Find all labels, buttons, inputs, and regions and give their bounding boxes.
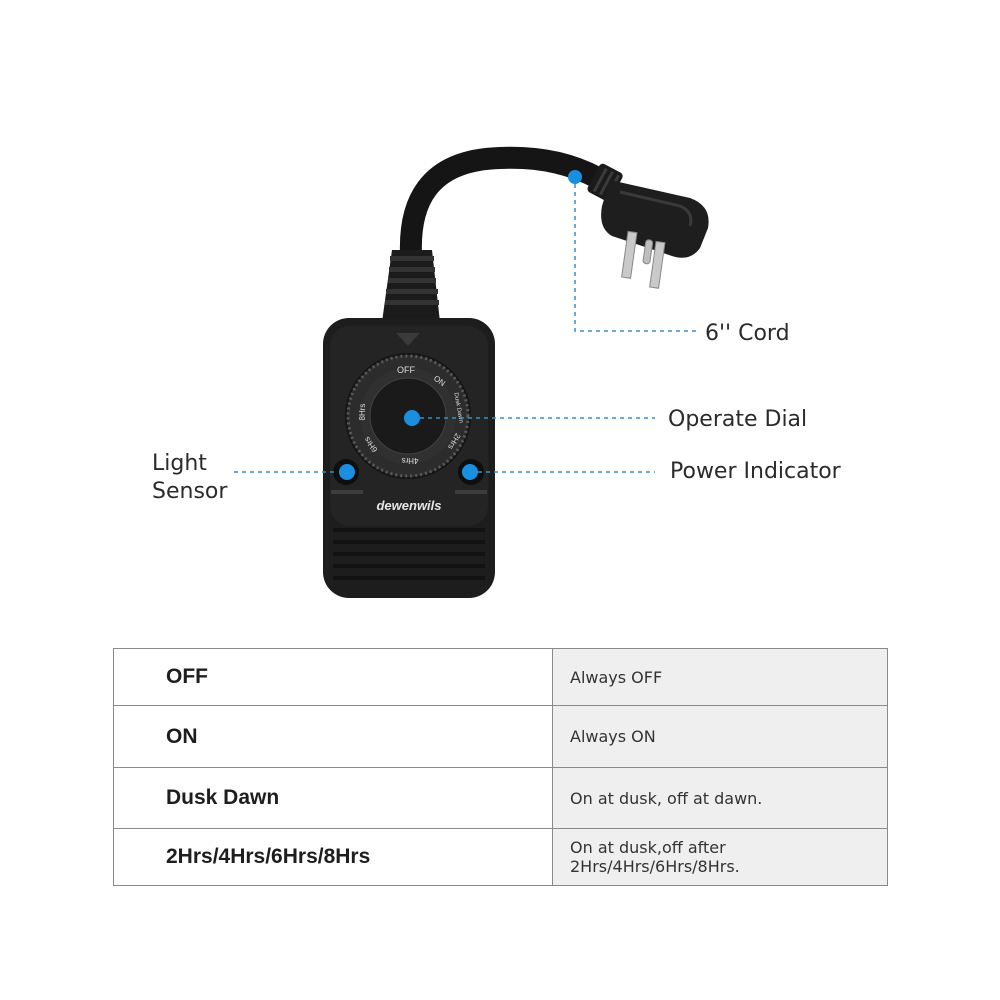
dial-center-dot — [404, 410, 420, 426]
mode-table: OFF Always OFF ON Always ON Dusk Dawn On… — [113, 648, 888, 886]
grip-ridges — [333, 528, 485, 580]
mode-description: On at dusk,off after 2Hrs/4Hrs/6Hrs/8Hrs… — [552, 828, 888, 886]
mode-description: Always ON — [552, 705, 888, 768]
table-row: 2Hrs/4Hrs/6Hrs/8Hrs On at dusk,off after… — [113, 828, 888, 886]
plug-prong — [621, 230, 638, 279]
operate-dial-callout: Operate Dial — [668, 407, 808, 432]
plug-ground-pin — [642, 239, 654, 265]
cord-callout: 6'' Cord — [705, 321, 790, 346]
power-indicator-callout: Power Indicator — [670, 459, 841, 484]
table-row: OFF Always OFF — [113, 648, 888, 706]
dial-label-off: OFF — [397, 365, 415, 375]
light-sensor-callout-line1: Light — [152, 451, 207, 476]
table-row: ON Always ON — [113, 705, 888, 768]
dial-label-8hrs: 8Hrs — [358, 404, 367, 421]
brand-logo: dewenwils — [376, 498, 441, 513]
mode-name: 2Hrs/4Hrs/6Hrs/8Hrs — [113, 828, 553, 886]
light-sensor-callout-line2: Sensor — [152, 479, 228, 504]
table-row: Dusk Dawn On at dusk, off at dawn. — [113, 767, 888, 829]
plug-prong — [649, 240, 666, 289]
leader-lines — [234, 184, 698, 473]
light-sensor-callout: Light Sensor — [152, 450, 227, 506]
cord-marker-dot — [568, 170, 582, 184]
mode-name: Dusk Dawn — [113, 767, 553, 829]
mode-name: ON — [113, 705, 553, 768]
dial-label-4hrs: 4Hrs — [402, 456, 419, 465]
plug — [587, 163, 709, 289]
mode-description: On at dusk, off at dawn. — [552, 767, 888, 829]
operate-dial[interactable]: OFF ON Dusk Dawn 2Hrs 4Hrs 6Hrs 8Hrs — [345, 353, 471, 479]
power-cord — [399, 146, 609, 279]
strain-relief — [382, 250, 440, 322]
mode-name: OFF — [113, 648, 553, 706]
cord-leader — [574, 184, 698, 332]
light-sensor — [333, 459, 359, 485]
mode-description: Always OFF — [552, 648, 888, 706]
product-diagram: OFF ON Dusk Dawn 2Hrs 4Hrs 6Hrs 8Hrs dew… — [234, 146, 709, 598]
dial-label-dusk-dawn: Dusk Dawn — [452, 392, 463, 423]
power-indicator — [458, 459, 484, 485]
